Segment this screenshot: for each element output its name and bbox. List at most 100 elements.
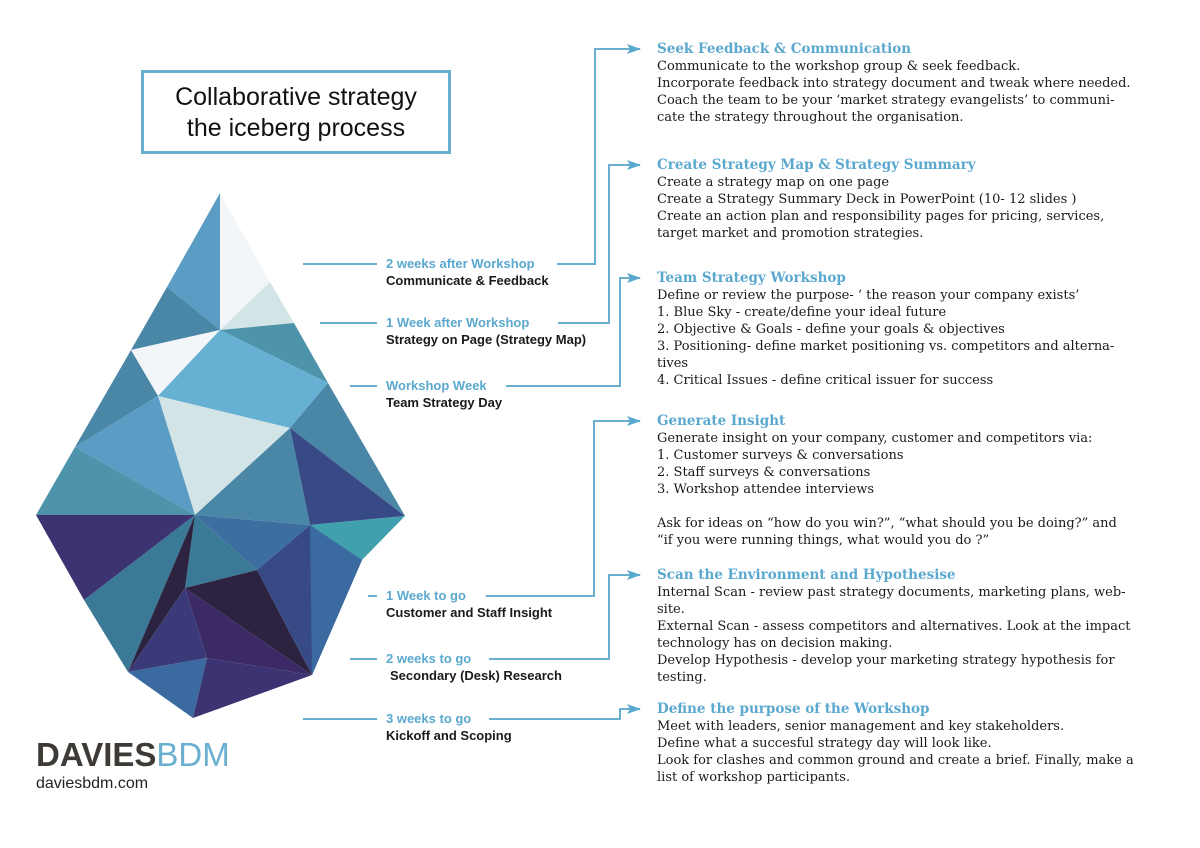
iceberg-facet	[128, 658, 207, 718]
logo-wordmark: DAVIESBDM	[36, 738, 230, 772]
step-line: Look for clashes and common ground and c…	[657, 753, 1134, 768]
step-line: Ask for ideas on “how do you win?”, “wha…	[657, 516, 1117, 531]
step-define-purpose: Define the purpose of the Workshop Meet …	[657, 701, 1162, 786]
stage-title: Team Strategy Day	[386, 395, 503, 410]
title-line-2: the iceberg process	[186, 114, 406, 142]
step-heading: Generate Insight	[657, 413, 786, 429]
company-url: daviesbdm.com	[36, 775, 149, 792]
step-heading: Team Strategy Workshop	[657, 270, 846, 286]
iceberg-facet	[195, 428, 310, 525]
step-scan-environment: Scan the Environment and Hypothesise Int…	[657, 567, 1162, 686]
iceberg-facet	[75, 350, 158, 447]
step-spacer	[657, 498, 1162, 515]
step-generate-insight: Generate Insight Generate insight on you…	[657, 413, 1162, 549]
step-line: Create a Strategy Summary Deck in PowerP…	[657, 192, 1077, 207]
stage-timing: 1 Week after Workshop	[386, 315, 530, 330]
iceberg-facet	[84, 515, 195, 672]
connector-arrow	[489, 570, 641, 660]
iceberg-facet	[195, 515, 310, 570]
logo-part-davies: DAVIES	[36, 736, 157, 773]
stage-title: Secondary (Desk) Research	[390, 668, 562, 683]
connector-arrow	[558, 160, 641, 324]
title-line-1: Collaborative strategy	[175, 83, 417, 111]
stage-timing: 2 weeks to go	[386, 651, 472, 666]
iceberg-facet	[36, 515, 195, 600]
step-line: External Scan - assess competitors and a…	[657, 619, 1131, 634]
iceberg-facet	[75, 396, 195, 515]
step-line: “if you were running things, what would …	[657, 533, 990, 548]
step-line: list of workshop participants.	[657, 770, 851, 785]
stage-timing: 1 Week to go	[386, 588, 466, 603]
step-line: 1. Customer surveys & conversations	[657, 448, 904, 463]
stage-title: Strategy on Page (Strategy Map)	[386, 332, 587, 347]
step-line: cate the strategy throughout the organis…	[657, 110, 964, 125]
title-box: Collaborative strategy the iceberg proce…	[141, 70, 451, 154]
step-line: Develop Hypothesis - develop your market…	[657, 653, 1115, 668]
iceberg-facet	[131, 287, 220, 350]
step-line: Define or review the purpose- ‘ the reas…	[657, 288, 1080, 303]
stage-timing: 2 weeks after Workshop	[386, 256, 535, 271]
step-line: 1. Blue Sky - create/define your ideal f…	[657, 305, 947, 320]
iceberg-facet	[220, 282, 294, 330]
stage-title: Kickoff and Scoping	[386, 728, 512, 743]
iceberg-facet	[310, 525, 362, 675]
step-line: Define what a succesful strategy day wil…	[657, 736, 992, 751]
step-line: Communicate to the workshop group & seek…	[657, 59, 1021, 74]
stage-timing: Workshop Week	[386, 378, 487, 393]
step-line: Meet with leaders, senior management and…	[657, 719, 1065, 734]
step-team-workshop: Team Strategy Workshop Define or review …	[657, 270, 1162, 389]
connector-arrow	[489, 704, 641, 720]
stage-title: Communicate & Feedback	[386, 273, 549, 288]
step-line: Create a strategy map on one page	[657, 175, 890, 190]
step-heading: Seek Feedback & Communication	[657, 41, 912, 57]
step-seek-feedback: Seek Feedback & Communication Communicat…	[657, 41, 1162, 126]
step-line: target market and promotion strategies.	[657, 226, 924, 241]
step-line: Create an action plan and responsibility…	[657, 209, 1105, 224]
iceberg-facet	[185, 588, 312, 675]
connector-arrow	[506, 273, 641, 387]
step-line: Generate insight on your company, custom…	[657, 431, 1093, 446]
stage-label-desk-research: 2 weeks to go Secondary (Desk) Research	[386, 651, 562, 684]
step-line: 3. Positioning- define market positionin…	[657, 339, 1115, 354]
iceberg-facet	[185, 570, 312, 675]
stage-label-team-strategy-day: Workshop Week Team Strategy Day	[386, 378, 502, 411]
connector-arrow	[557, 44, 641, 265]
iceberg-facet	[220, 193, 270, 330]
step-line: testing.	[657, 670, 707, 685]
step-heading: Define the purpose of the Workshop	[657, 701, 930, 717]
stage-label-customer-staff-insight: 1 Week to go Customer and Staff Insight	[386, 588, 552, 621]
company-logo: DAVIESBDM daviesbdm.com	[36, 738, 230, 794]
iceberg-facet	[290, 428, 405, 525]
iceberg-facet	[131, 330, 220, 396]
step-line: Incorporate feedback into strategy docum…	[657, 76, 1131, 91]
step-line: 3. Workshop attendee interviews	[657, 482, 875, 497]
step-line: technology has on decision making.	[657, 636, 893, 651]
iceberg-facet	[36, 447, 195, 515]
iceberg-facet	[128, 588, 207, 672]
iceberg-facet	[193, 658, 312, 718]
stage-title: Customer and Staff Insight	[386, 605, 553, 620]
stage-timing: 3 weeks to go	[386, 711, 472, 726]
step-strategy-map: Create Strategy Map & Strategy Summary C…	[657, 157, 1162, 242]
iceberg-facet	[310, 516, 405, 560]
stage-label-strategy-on-page: 1 Week after Workshop Strategy on Page (…	[386, 315, 586, 348]
step-line: 2. Staff surveys & conversations	[657, 465, 871, 480]
step-line: tives	[657, 356, 689, 371]
step-line: 4. Critical Issues - define critical iss…	[657, 373, 994, 388]
stage-label-kickoff-scoping: 3 weeks to go Kickoff and Scoping	[386, 711, 512, 744]
step-line: Internal Scan - review past strategy doc…	[657, 585, 1126, 600]
iceberg-facet	[220, 323, 328, 383]
step-heading: Create Strategy Map & Strategy Summary	[657, 157, 976, 173]
iceberg-facet	[158, 330, 328, 428]
iceberg-facet	[128, 515, 195, 672]
iceberg-facet	[158, 396, 290, 515]
iceberg-facet	[167, 193, 220, 330]
step-line: site.	[657, 602, 685, 617]
logo-part-bdm: BDM	[156, 736, 230, 773]
step-line: Coach the team to be your ‘market strate…	[657, 93, 1115, 108]
stage-label-communicate-feedback: 2 weeks after Workshop Communicate & Fee…	[386, 256, 549, 289]
iceberg-facet	[290, 383, 405, 516]
step-heading: Scan the Environment and Hypothesise	[657, 567, 956, 583]
